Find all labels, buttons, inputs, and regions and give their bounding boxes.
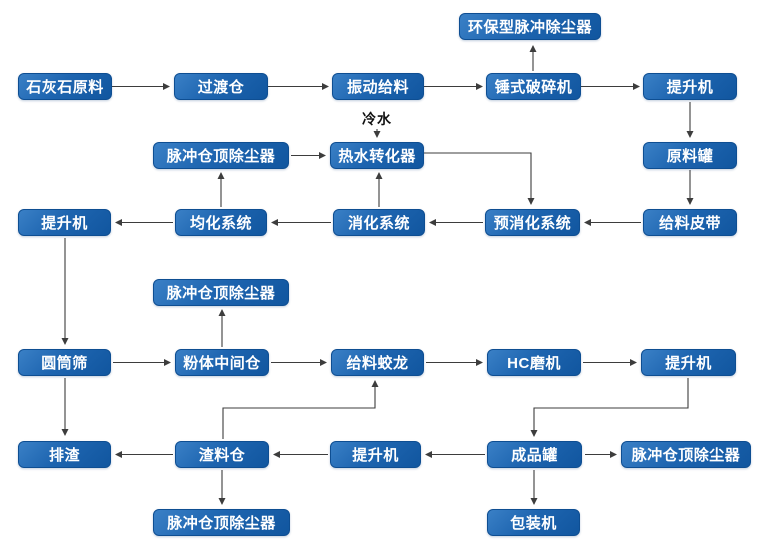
node-limestone-raw: 石灰石原料 [18,73,112,100]
node-slag-discharge: 排渣 [18,441,111,468]
node-digestion-system: 消化系统 [333,209,425,236]
node-pulse-dust-row3: 脉冲仓顶除尘器 [153,142,289,169]
node-elevator-row6-right: 提升机 [641,349,736,376]
node-hot-water-converter: 热水转化器 [330,142,424,169]
node-hammer-crusher: 锤式破碎机 [486,73,581,100]
node-feeding-screw: 给料蛟龙 [331,349,424,376]
node-raw-material-tank: 原料罐 [643,142,737,169]
node-pulse-dust-row5: 脉冲仓顶除尘器 [153,279,289,306]
node-transition-bin: 过渡仓 [174,73,268,100]
node-elevator-mid-left: 提升机 [18,209,111,236]
node-finished-product-tank: 成品罐 [487,441,582,468]
node-feeding-belt: 给料皮带 [643,209,737,236]
label-cold-water: 冷水 [362,111,392,127]
edge-elevator-row6-right-to-finished-product-tank [530,378,689,437]
node-pre-digestion-system: 预消化系统 [485,209,580,236]
node-powder-middle-bin: 粉体中间仓 [175,349,269,376]
node-pulse-dust-bottom: 脉冲仓顶除尘器 [153,509,290,536]
node-slag-bin: 渣料仓 [175,441,269,468]
edge-hot-water-converter-to-pre-digestion-system [424,152,535,205]
node-pulse-dust-row7: 脉冲仓顶除尘器 [621,441,751,468]
node-dust-collector-top: 环保型脉冲除尘器 [459,13,601,40]
node-elevator-top-right: 提升机 [643,73,737,100]
node-hc-mill: HC磨机 [487,349,581,376]
node-vibrating-feeder: 振动给料 [332,73,424,100]
node-drum-screen: 圆筒筛 [18,349,111,376]
node-homogenization-system: 均化系统 [175,209,267,236]
node-elevator-row7: 提升机 [330,441,421,468]
edge-slag-bin-to-feeding-screw [222,380,379,439]
node-packing-machine: 包装机 [487,509,580,536]
